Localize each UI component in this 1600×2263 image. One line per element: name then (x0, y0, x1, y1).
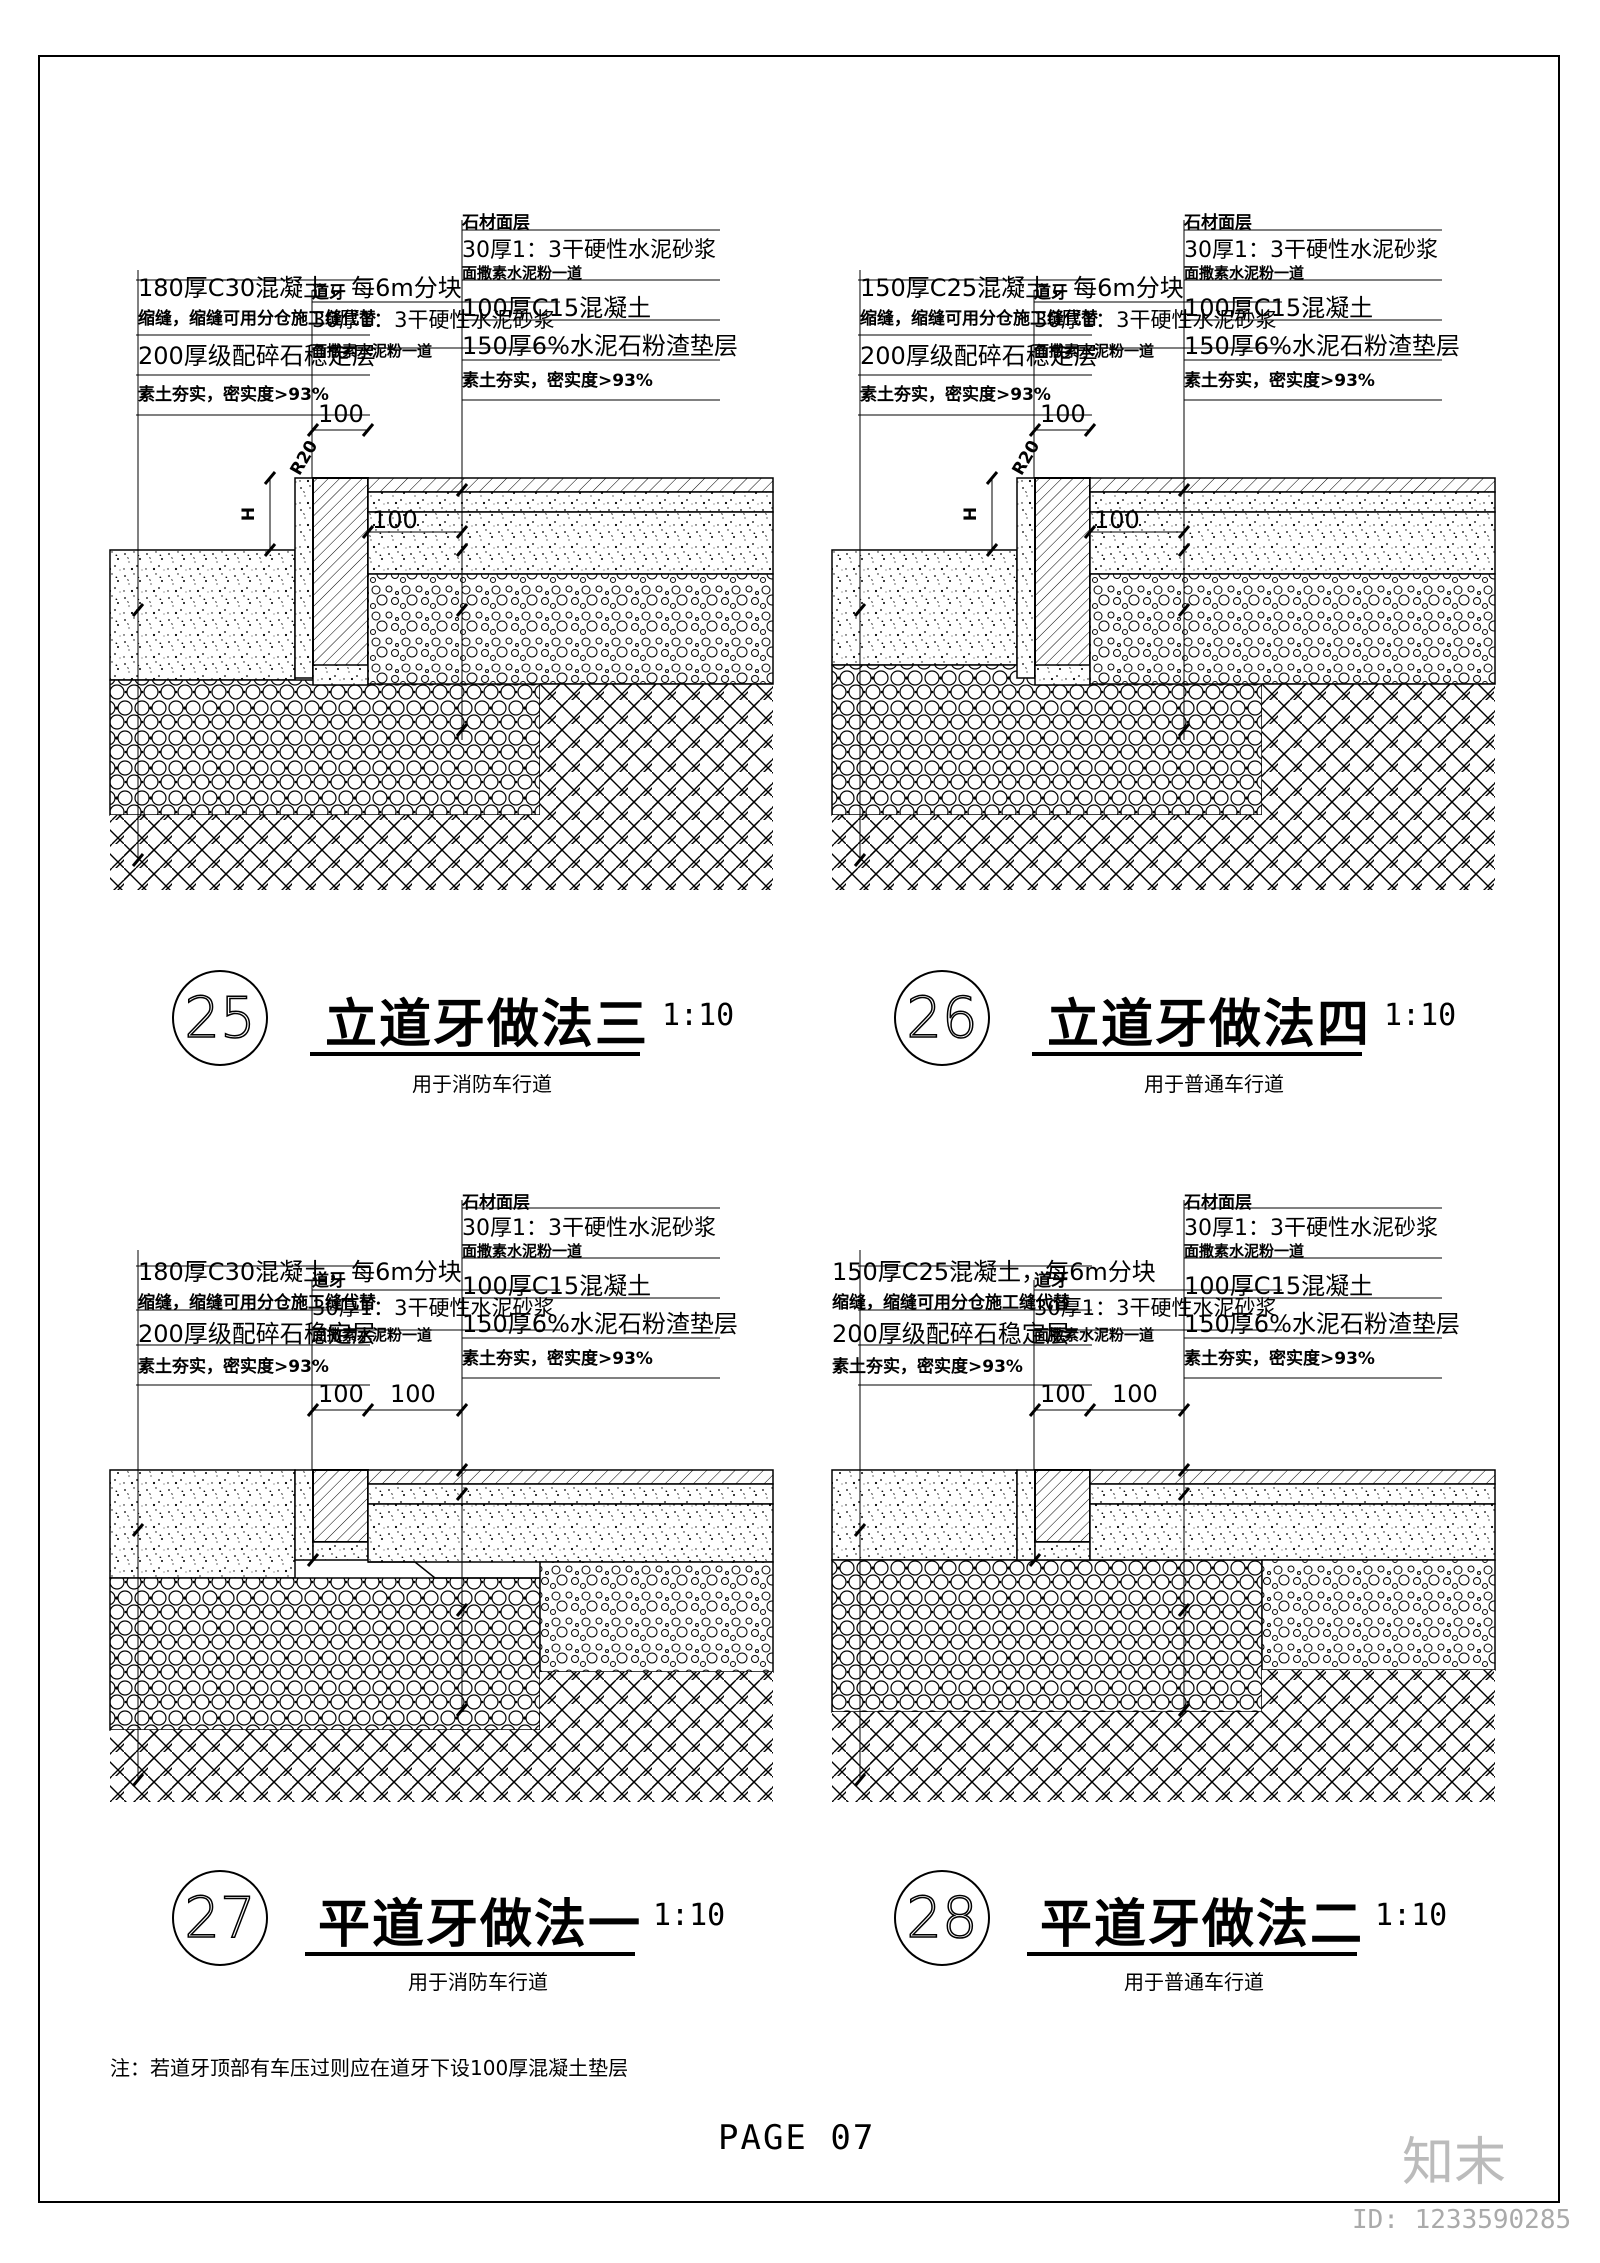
label-c15-concrete: 100厚C15混凝土 (462, 294, 652, 322)
dim-curb-width: 100 (1040, 1380, 1086, 1408)
label-gravel-base: 200厚级配碎石稳定层 (138, 342, 376, 370)
dim-curb-width: 100 (318, 400, 364, 428)
detail-subtitle: 用于消防车行道 (408, 1970, 548, 1994)
label-gravel-base: 200厚级配碎石稳定层 (832, 1320, 1070, 1348)
detail-scale: 1:10 (1384, 998, 1457, 1033)
section-drawing-26 (831, 220, 1496, 890)
detail-28: 150厚C25混凝土，每6m分块 缩缝，缩缝可用分仓施工缝代替 200厚级配碎石… (822, 1193, 1522, 2080)
label-concrete-slab: 180厚C30混凝土，每6m分块 (138, 274, 462, 302)
detail-26: 150厚C25混凝土，每6m分块 缩缝，缩缝可用分仓施工缝代替 200厚级配碎石… (822, 213, 1522, 1100)
section-drawing-28 (831, 1200, 1496, 1802)
label-c15-concrete: 100厚C15混凝土 (1184, 294, 1374, 322)
label-compacted-soil: 素土夯实，密实度>93% (138, 385, 329, 405)
brand-logo: 知末 (1402, 2133, 1507, 2193)
label-concrete-slab: 150厚C25混凝土，每6m分块 (832, 1258, 1156, 1286)
label-curb: 道牙 (312, 1271, 346, 1291)
label-gravel-base: 200厚级配碎石稳定层 (138, 1320, 376, 1348)
label-mortar: 30厚1：3干硬性水泥砂浆 (462, 238, 716, 263)
drawing-frame (38, 55, 1560, 2203)
label-joint: 缩缝，缩缝可用分仓施工缝代替 (138, 1293, 376, 1313)
label-mortar: 30厚1：3干硬性水泥砂浆 (462, 1216, 716, 1241)
label-mortar: 30厚1：3干硬性水泥砂浆 (1184, 1216, 1438, 1241)
title-underline (305, 1952, 635, 1956)
label-c15-concrete: 100厚C15混凝土 (462, 1272, 652, 1300)
dim-offset: 100 (372, 506, 418, 534)
detail-27: 180厚C30混凝土，每6m分块 缩缝，缩缝可用分仓施工缝代替 200厚级配碎石… (100, 1193, 800, 2080)
label-curb: 道牙 (312, 283, 346, 303)
label-cement-powder: 面撒素水泥粉一道 (462, 1242, 583, 1260)
section-drawing-25 (109, 220, 774, 890)
dim-curb-width: 100 (1040, 400, 1086, 428)
label-curb: 道牙 (1034, 283, 1068, 303)
label-curb-mortar: 30厚1：3干硬性水泥砂浆 (312, 308, 555, 332)
label-cement-powder: 面撒素水泥粉一道 (462, 264, 583, 282)
detail-subtitle: 用于消防车行道 (412, 1072, 552, 1096)
label-right-soil: 素土夯实，密实度>93% (462, 371, 653, 391)
label-compacted-soil: 素土夯实，密实度>93% (832, 1357, 1023, 1377)
label-curb-cement: 面撒素水泥粉一道 (1034, 342, 1155, 360)
label-curb-cement: 面撒素水泥粉一道 (1034, 1326, 1155, 1344)
title-underline (1027, 1952, 1357, 1956)
label-c15-concrete: 100厚C15混凝土 (1184, 1272, 1374, 1300)
label-cement-stone-cushion: 150厚6%水泥石粉渣垫层 (1184, 1310, 1460, 1338)
label-right-soil: 素土夯实，密实度>93% (462, 1349, 653, 1369)
image-id: ID: 1233590285 (1352, 2205, 1572, 2235)
dim-height: H (239, 506, 260, 522)
label-joint: 缩缝，缩缝可用分仓施工缝代替 (138, 309, 376, 329)
title-underline (1032, 1052, 1362, 1056)
dim-height: H (961, 506, 982, 522)
label-compacted-soil: 素土夯实，密实度>93% (138, 1357, 329, 1377)
label-right-soil: 素土夯实，密实度>93% (1184, 1349, 1375, 1369)
page-label: PAGE 07 (718, 2118, 876, 2158)
detail-subtitle: 用于普通车行道 (1124, 1970, 1264, 1994)
detail-scale: 1:10 (653, 1898, 726, 1933)
label-compacted-soil: 素土夯实，密实度>93% (860, 385, 1051, 405)
detail-title: 立道牙做法三 (325, 995, 650, 1055)
label-mortar: 30厚1：3干硬性水泥砂浆 (1184, 238, 1438, 263)
label-curb: 道牙 (1034, 1271, 1068, 1291)
detail-number-circle: 27 (172, 1870, 268, 1966)
label-cement-stone-cushion: 150厚6%水泥石粉渣垫层 (1184, 332, 1460, 360)
label-curb-mortar: 30厚1：3干硬性水泥砂浆 (1034, 1296, 1277, 1320)
label-cement-powder: 面撒素水泥粉一道 (1184, 264, 1305, 282)
label-curb-mortar: 30厚1：3干硬性水泥砂浆 (1034, 308, 1277, 332)
dim-offset: 100 (1112, 1380, 1158, 1408)
label-concrete-slab: 180厚C30混凝土，每6m分块 (138, 1258, 462, 1286)
label-joint: 缩缝，缩缝可用分仓施工缝代替 (832, 1293, 1070, 1313)
label-curb-cement: 面撒素水泥粉一道 (312, 342, 433, 360)
label-joint: 缩缝，缩缝可用分仓施工缝代替 (860, 309, 1098, 329)
label-stone-surface: 石材面层 (1184, 1193, 1252, 1213)
footnote: 注：若道牙顶部有车压过则应在道牙下设100厚混凝土垫层 (110, 2056, 629, 2080)
dim-offset: 100 (1094, 506, 1140, 534)
detail-number-circle: 25 (172, 970, 268, 1066)
label-stone-surface: 石材面层 (462, 1193, 530, 1213)
detail-title: 平道牙做法一 (318, 1895, 643, 1955)
label-stone-surface: 石材面层 (462, 213, 530, 233)
label-stone-surface: 石材面层 (1184, 213, 1252, 233)
label-cement-stone-cushion: 150厚6%水泥石粉渣垫层 (462, 1310, 738, 1338)
detail-25: 180厚C30混凝土，每6m分块 缩缝，缩缝可用分仓施工缝代替 200厚级配碎石… (100, 213, 800, 1100)
title-underline (310, 1052, 640, 1056)
detail-number-circle: 28 (894, 1870, 990, 1966)
label-concrete-slab: 150厚C25混凝土，每6m分块 (860, 274, 1184, 302)
detail-scale: 1:10 (662, 998, 735, 1033)
label-cement-powder: 面撒素水泥粉一道 (1184, 1242, 1305, 1260)
label-cement-stone-cushion: 150厚6%水泥石粉渣垫层 (462, 332, 738, 360)
detail-subtitle: 用于普通车行道 (1144, 1072, 1284, 1096)
detail-scale: 1:10 (1375, 1898, 1448, 1933)
detail-title: 立道牙做法四 (1047, 995, 1372, 1055)
detail-title: 平道牙做法二 (1040, 1895, 1365, 1955)
dim-curb-width: 100 (318, 1380, 364, 1408)
dim-offset: 100 (390, 1380, 436, 1408)
label-gravel-base: 200厚级配碎石稳定层 (860, 342, 1098, 370)
label-right-soil: 素土夯实，密实度>93% (1184, 371, 1375, 391)
label-curb-cement: 面撒素水泥粉一道 (312, 1326, 433, 1344)
section-drawing-27 (109, 1200, 774, 1802)
label-curb-mortar: 30厚1：3干硬性水泥砂浆 (312, 1296, 555, 1320)
detail-number-circle: 26 (894, 970, 990, 1066)
